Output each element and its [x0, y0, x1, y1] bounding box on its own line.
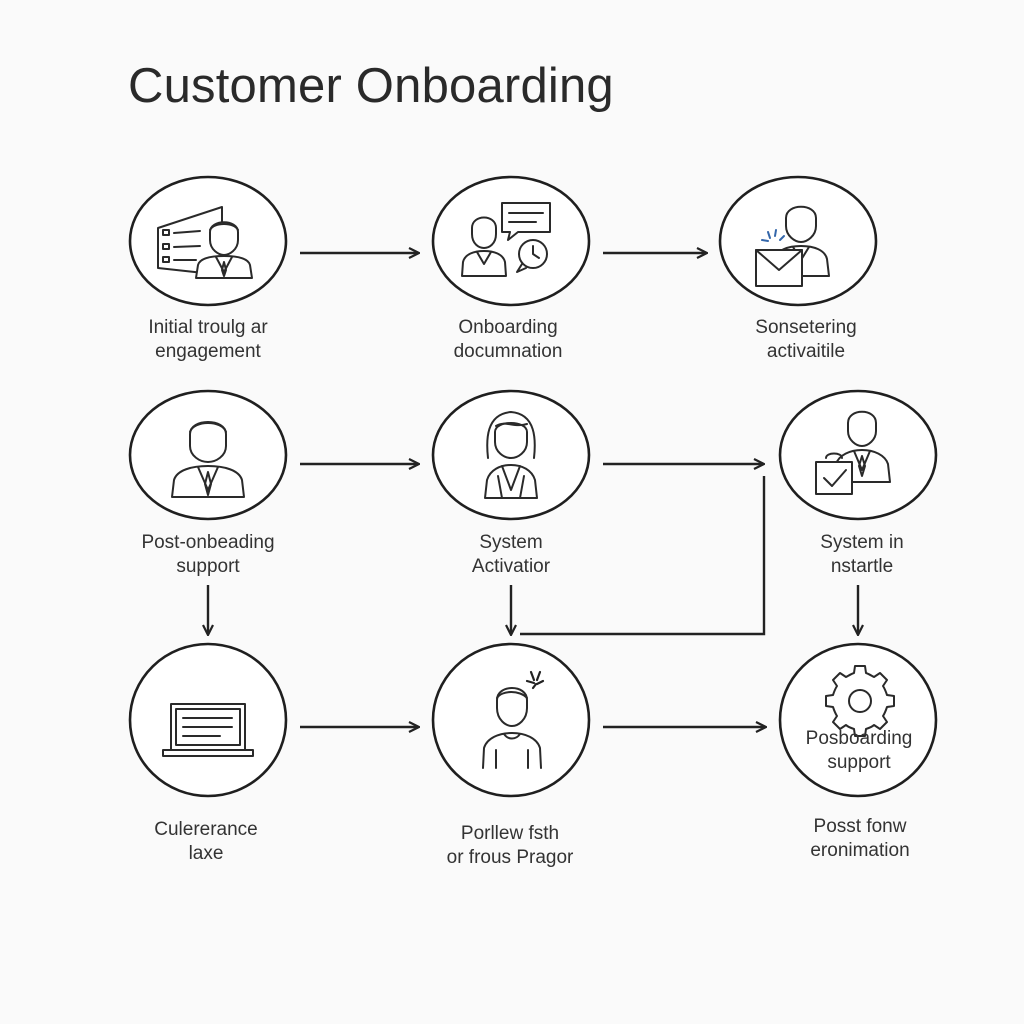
node-circle-2: [431, 175, 591, 307]
person-spark-icon: [482, 670, 545, 769]
step-inner-label-9: Posboarding support: [805, 728, 913, 773]
gear-icon: [825, 665, 895, 737]
step-label-4: Post-onbeading support: [141, 532, 275, 577]
step-label-9: Posst fonw eronimation: [810, 816, 910, 861]
person-chat-clock-icon: [461, 202, 551, 277]
person-checkbox-icon: [815, 410, 891, 495]
businessman-icon: [171, 421, 245, 498]
person-mail-icon: [755, 205, 830, 287]
step-label-2: Onboarding documnation: [453, 317, 563, 362]
step-label-1: Initial troulg ar engagement: [148, 317, 268, 362]
connector-6-to-8: [520, 476, 766, 636]
step-label-7: Culererance laxe: [154, 819, 258, 864]
step-label-5: System Activatior: [471, 532, 551, 577]
diagram-title: Customer Onboarding: [128, 59, 614, 113]
laptop-icon: [162, 703, 254, 757]
step-label-6: System in nstartle: [820, 532, 904, 577]
businesswoman-icon: [484, 411, 538, 499]
presenter-board-icon: [157, 206, 253, 279]
step-label-3: Sonsetering activaitile: [755, 317, 857, 362]
step-label-8: Porllew fsth or frous Pragor: [446, 823, 574, 868]
